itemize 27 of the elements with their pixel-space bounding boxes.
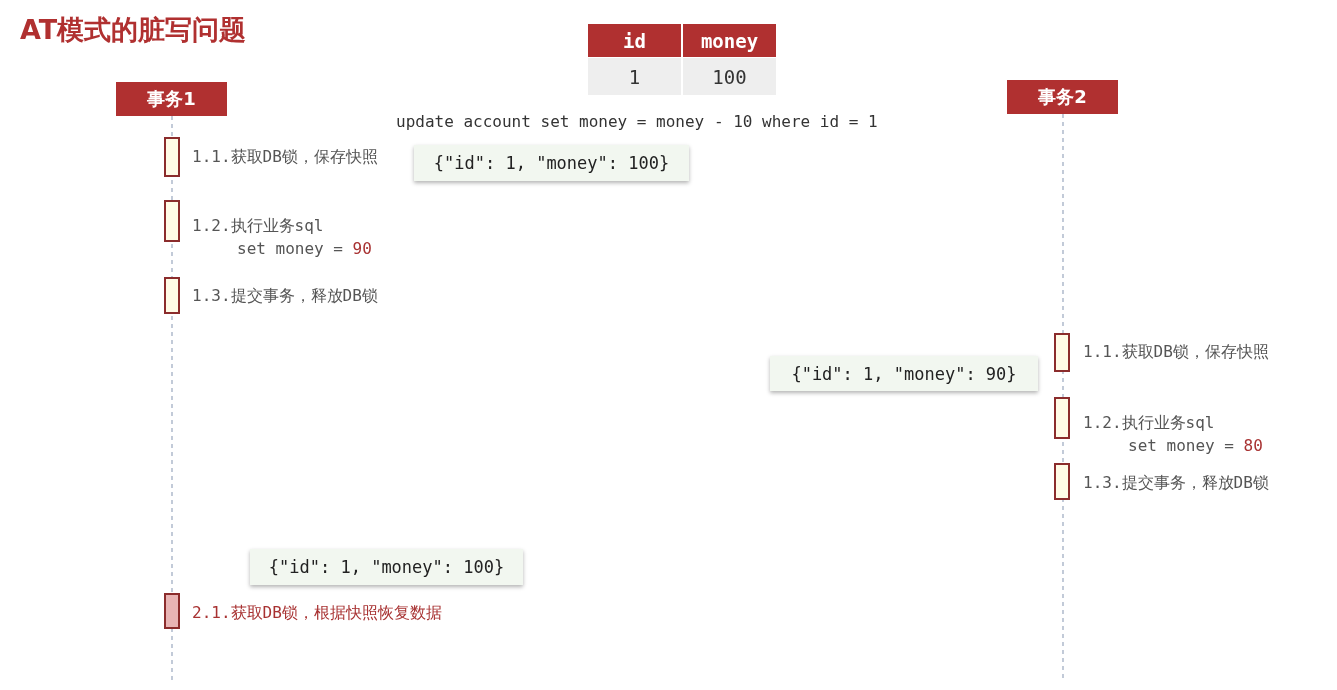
table-cell: 1 [588,58,681,95]
step-text: 1.1.获取DB锁，保存快照 [192,147,378,168]
step-text: 2.1.获取DB锁，根据快照恢复数据 [192,603,442,624]
snapshot-box: {"id": 1, "money": 90} [770,356,1038,391]
participant-header: 事务1 [116,82,227,116]
step-text: 1.3.提交事务，释放DB锁 [192,286,378,307]
participant-header: 事务2 [1007,80,1118,114]
activation-bar [164,137,180,177]
activation-bar [1054,333,1070,372]
snapshot-box: {"id": 1, "money": 100} [250,549,523,585]
activation-bar [1054,463,1070,500]
table-header-cell: money [683,24,776,57]
activation-bar [164,277,180,314]
step-text: 1.3.提交事务，释放DB锁 [1083,473,1269,494]
sql-statement: update account set money = money - 10 where id = 1 [396,112,878,131]
table-header-cell: id [588,24,681,57]
activation-bar [164,200,180,242]
step-text: set money = 90 [236,239,372,258]
activation-bar [164,593,180,629]
snapshot-box: {"id": 1, "money": 100} [414,145,689,181]
activation-bar [1054,397,1070,439]
table-cell: 100 [683,58,776,95]
step-text: 1.1.获取DB锁，保存快照 [1083,342,1269,363]
title: AT模式的脏写问题 [20,13,247,47]
step-text: 1.2.执行业务sql [1083,413,1215,434]
step-text: set money = 80 [1127,436,1263,455]
step-text: 1.2.执行业务sql [192,216,324,237]
